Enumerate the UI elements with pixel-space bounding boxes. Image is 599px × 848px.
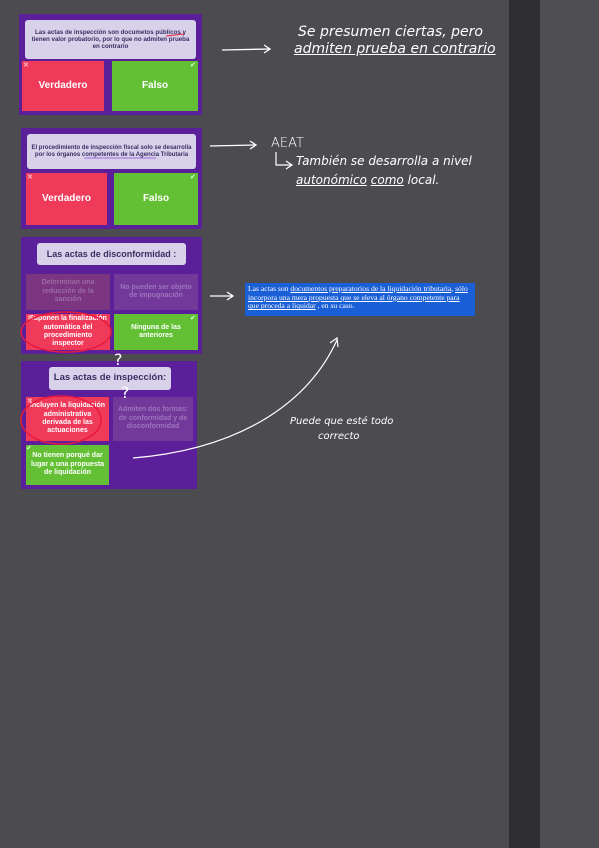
question-mark-icon: ?: [114, 350, 123, 369]
note-tambien-nivel: También se desarrolla a nivel: [296, 154, 472, 168]
note-presumen-ciertas: Se presumen ciertas, pero: [298, 24, 483, 40]
check-mark-icon: ✔: [190, 62, 196, 69]
option-reduccion[interactable]: Determinan una reducción de la sanción: [26, 274, 110, 310]
option-incluyen-liquidacion[interactable]: Incluyen la liquidación administrativa d…: [26, 397, 109, 441]
question-mark-icon: ?: [121, 383, 130, 402]
x-mark-icon: ✖: [27, 315, 33, 322]
option-no-tienen-porque[interactable]: No tienen porqué dar lugar a una propues…: [26, 445, 109, 485]
x-mark-icon: ✖: [27, 174, 33, 181]
question-text: Las actas de inspección:: [49, 367, 171, 390]
annotation-circle: [20, 395, 102, 445]
note-aeat: AEAT: [271, 136, 304, 151]
hl-part-4: sólo incorpora una mera propuesta que se…: [248, 284, 468, 311]
curved-arrow-icon: [132, 336, 339, 459]
question-text: Las actas de inspección son documetos pú…: [25, 20, 196, 59]
arrow-hook-icon: [275, 152, 294, 170]
hl-part-5: , en su caso.: [315, 301, 355, 311]
note-admiten-prueba: admiten prueba en contrario: [294, 41, 496, 57]
quiz-card-1: Las actas de inspección son documetos pú…: [19, 14, 202, 115]
check-mark-icon: ✔: [26, 445, 32, 452]
x-mark-icon: ✖: [23, 62, 29, 69]
option-true[interactable]: Verdadero: [26, 173, 107, 225]
note-correcto: correcto: [318, 431, 360, 442]
x-mark-icon: ✖: [27, 398, 33, 405]
option-finalizacion[interactable]: Suponen la finalización automática del p…: [26, 314, 110, 350]
quiz-card-3: Las actas de disconformidad : Determinan…: [21, 237, 202, 354]
note-local: local.: [407, 173, 440, 187]
arrow-right-icon: [210, 291, 235, 301]
ink-underline: [165, 33, 185, 37]
question-text: El procedimiento de inspección fiscal so…: [27, 134, 196, 169]
annotation-circle: [20, 311, 112, 353]
arrow-right-icon: [209, 140, 258, 150]
side-panel: [540, 0, 599, 848]
note-puede-que: Puede que esté todo: [290, 416, 394, 427]
note-autonomico-local: autonómico como local.: [296, 173, 439, 187]
arrow-right-icon: [221, 44, 272, 54]
option-false[interactable]: Falso: [112, 61, 198, 111]
hl-part-1: Las actas son: [248, 284, 291, 293]
scrollbar-track[interactable]: [509, 0, 540, 848]
quiz-card-2: El procedimiento de inspección fiscal so…: [21, 128, 202, 229]
option-true[interactable]: Verdadero: [22, 61, 104, 111]
note-autonomico: autonómico: [296, 173, 367, 187]
hl-part-3: ,: [451, 284, 456, 293]
note-como: como: [370, 173, 404, 187]
quiz-card-4: Las actas de inspección: Incluyen la liq…: [21, 361, 197, 489]
check-mark-icon: ✔: [190, 315, 196, 322]
highlighted-text-box[interactable]: Las actas son documentos preparatorios d…: [245, 283, 475, 316]
option-ninguna[interactable]: Ninguna de las anteriores: [114, 314, 198, 350]
hl-part-2: documentos preparatorios de la liquidaci…: [290, 284, 452, 293]
question-text: Las actas de disconformidad :: [37, 243, 186, 265]
check-mark-icon: ✔: [190, 174, 196, 181]
option-false[interactable]: Falso: [114, 173, 198, 225]
option-dos-formas[interactable]: Admiten dos formas: de conformidad y de …: [113, 397, 193, 441]
option-impugnacion[interactable]: No pueden ser objeto de impugnación: [114, 274, 198, 310]
